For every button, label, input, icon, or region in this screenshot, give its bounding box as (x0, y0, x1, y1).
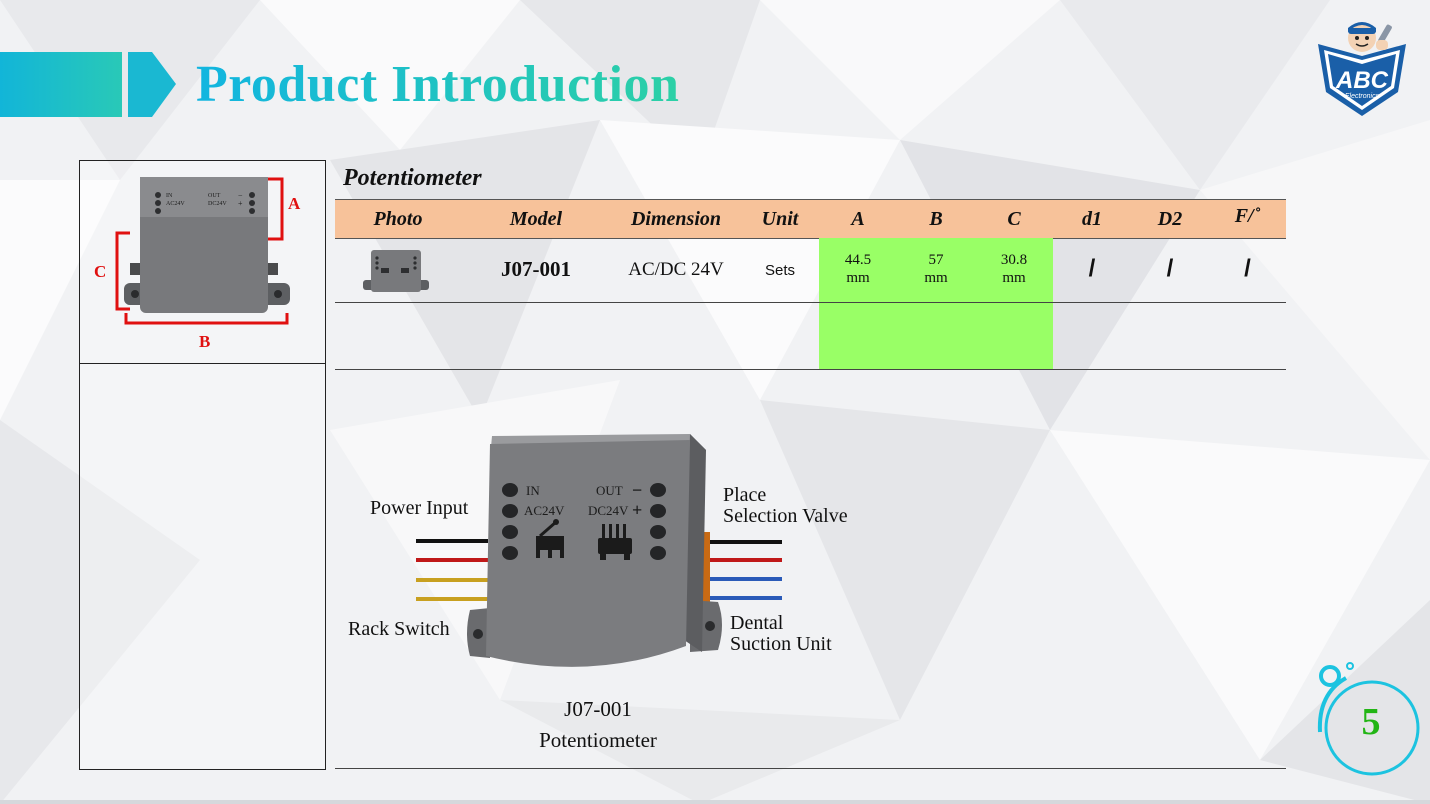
svg-text:−: − (238, 191, 243, 200)
page-number: 5 (1361, 701, 1381, 743)
cell-unit: Sets (764, 262, 795, 279)
label-place-line2: Selection Valve (723, 505, 848, 527)
cell-b-value: 57 (928, 252, 944, 268)
svg-text:AC24V: AC24V (166, 201, 185, 207)
switch-icon (536, 519, 564, 558)
cell-d2: / (1166, 255, 1174, 282)
header-d2: D2 (1157, 208, 1183, 230)
logo-mascot-icon: ABC Electronics (1318, 22, 1406, 116)
header-b: B (929, 208, 943, 230)
label-dental-line1: Dental (730, 612, 784, 634)
label-dental-suction-unit: Dental Suction Unit (730, 613, 832, 655)
cell-b: 57 mm (897, 251, 975, 287)
content-bottom-rule (335, 768, 1286, 769)
header-dimension: Dimension (630, 208, 722, 230)
header-a: A (851, 208, 865, 230)
title-bar (0, 52, 122, 117)
svg-text:+: + (632, 500, 642, 520)
header-f: F/˚ (1234, 205, 1261, 227)
header-photo: Photo (373, 208, 423, 230)
cell-a-value: 44.5 (844, 252, 872, 268)
header-d1: d1 (1082, 208, 1102, 230)
caption-model: J07-001 (564, 697, 632, 721)
product-illustration: IN AC24V OUT DC24V − + (416, 434, 782, 667)
svg-text:IN: IN (526, 483, 540, 498)
svg-text:ABC: ABC (1335, 67, 1389, 94)
product-name: Potentiometer (343, 165, 482, 191)
label-place-line1: Place (723, 484, 767, 506)
company-logo: ABC Electronics (1312, 16, 1412, 120)
header-unit: Unit (761, 208, 799, 230)
title-arrow-icon (128, 52, 176, 117)
svg-text:OUT: OUT (596, 483, 623, 498)
row-divider (335, 369, 1286, 370)
svg-text:−: − (632, 480, 642, 500)
table-header: Photo Model Dimension Unit A B C d1 D2 F… (335, 199, 1286, 239)
cell-c-value: 30.8 (1000, 252, 1028, 268)
label-c: C (94, 262, 106, 281)
cell-f: / (1244, 255, 1251, 282)
cell-a-unit: mm (846, 270, 870, 286)
valve-icon (598, 524, 632, 560)
svg-text:DC24V: DC24V (208, 201, 227, 207)
header-model: Model (509, 208, 563, 230)
figure-caption: J07-001 Potentiometer (488, 697, 708, 753)
label-rack-switch: Rack Switch (348, 618, 450, 640)
dimension-diagram: IN AC24V OUT DC24V − + A C B (94, 177, 301, 351)
dimension-highlight (819, 238, 1053, 370)
label-power-input: Power Input (370, 497, 469, 519)
label-dental-line2: Suction Unit (730, 633, 832, 655)
footer-line (0, 800, 1430, 804)
svg-text:IN: IN (166, 193, 173, 199)
label-place-selection-valve: Place Selection Valve (723, 485, 848, 527)
label-a: A (288, 194, 301, 213)
caption-product: Potentiometer (539, 728, 657, 752)
svg-text:AC24V: AC24V (524, 503, 565, 518)
panel-divider (80, 363, 325, 364)
svg-text:DC24V: DC24V (588, 503, 629, 518)
cell-d1: / (1088, 255, 1096, 282)
cell-c-unit: mm (1002, 270, 1026, 286)
page-number-ring-icon (1317, 662, 1420, 776)
cell-c: 30.8 mm (975, 251, 1053, 287)
cell-a: 44.5 mm (819, 251, 897, 287)
svg-text:+: + (238, 199, 243, 208)
row-divider (335, 302, 1286, 303)
cell-b-unit: mm (924, 270, 948, 286)
dimension-panel: IN AC24V OUT DC24V − + A C B (79, 160, 326, 770)
product-thumbnail (363, 250, 429, 292)
header-c: C (1007, 208, 1021, 230)
cell-model: J07-001 (501, 257, 571, 281)
cell-dimension: AC/DC 24V (628, 259, 724, 280)
page-title: Product Introduction (196, 54, 679, 116)
label-b: B (199, 332, 210, 351)
svg-text:Electronics: Electronics (1345, 93, 1380, 100)
svg-text:OUT: OUT (208, 193, 221, 199)
